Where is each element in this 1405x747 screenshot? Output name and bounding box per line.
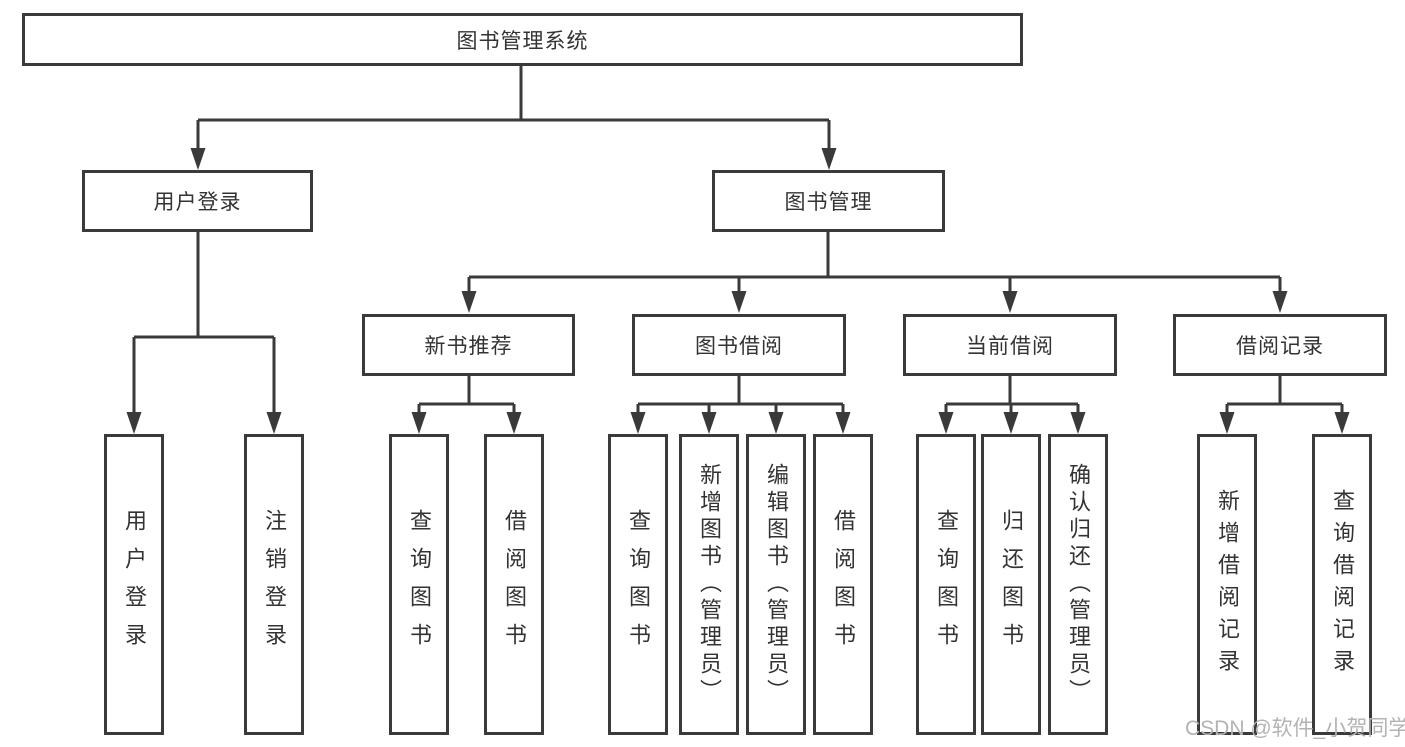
connector-book-mgmt-sections [461, 232, 1288, 313]
leaf-logout: 注销登录 [244, 434, 304, 735]
leaf-cb-return-books: 归还图书 [981, 434, 1041, 735]
leaf-label: 新增借阅记录 [1215, 488, 1240, 681]
node-book-borrowing: 图书借阅 [632, 314, 846, 376]
node-label: 图书管理 [784, 191, 873, 214]
connector-user-login-leaves [126, 232, 282, 434]
node-user-login: 用户登录 [82, 170, 313, 232]
arrowhead-icon [1003, 412, 1019, 434]
leaf-bb-add-books-admin: 新增图书（管理员） [679, 434, 739, 735]
leaf-label: 借阅图书 [831, 508, 856, 661]
connector-records-leaves [1219, 376, 1350, 434]
leaf-cb-confirm-return-admin: 确认归还（管理员） [1048, 434, 1108, 735]
arrowhead-icon [630, 412, 646, 434]
arrowhead-icon [821, 148, 837, 170]
leaf-label: 查询图书 [626, 508, 651, 661]
connector-root-branches [190, 66, 837, 170]
arrowhead-icon [506, 412, 522, 434]
leaf-nb-query-books: 查询图书 [389, 434, 449, 735]
leaf-cb-query-books: 查询图书 [916, 434, 976, 735]
node-book-management: 图书管理 [712, 170, 945, 232]
arrowhead-icon [411, 412, 427, 434]
connector-borrowing-leaves [630, 376, 851, 434]
leaf-label: 归还图书 [999, 508, 1024, 661]
arrowhead-icon [938, 412, 954, 434]
leaf-user-login: 用户登录 [104, 434, 164, 735]
leaf-br-query-record: 查询借阅记录 [1312, 434, 1372, 735]
arrowhead-icon [1334, 412, 1350, 434]
leaf-bb-edit-books-admin: 编辑图书（管理员） [746, 434, 806, 735]
leaf-label: 借阅图书 [502, 508, 527, 661]
node-root-system: 图书管理系统 [22, 13, 1023, 66]
arrowhead-icon [1070, 412, 1086, 434]
arrowhead-icon [1002, 291, 1018, 313]
arrowhead-icon [126, 412, 142, 434]
node-borrowing-records: 借阅记录 [1173, 314, 1387, 376]
node-current-borrowing: 当前借阅 [903, 314, 1117, 376]
csdn-watermark: CSDN @软件_小贺同学 [1185, 717, 1405, 740]
node-label: 新书推荐 [424, 335, 513, 358]
leaf-nb-borrow-books: 借阅图书 [484, 434, 544, 735]
node-new-book-recommend: 新书推荐 [362, 314, 575, 376]
node-label: 图书管理系统 [456, 29, 589, 53]
leaf-label: 确认归还（管理员） [1066, 463, 1091, 706]
leaf-label: 新增图书（管理员） [697, 463, 722, 706]
arrowhead-icon [701, 412, 717, 434]
node-label: 图书借阅 [695, 335, 783, 358]
leaf-label: 查询借阅记录 [1330, 488, 1355, 681]
arrowhead-icon [1272, 291, 1288, 313]
arrowhead-icon [461, 291, 477, 313]
node-label: 借阅记录 [1236, 335, 1324, 358]
leaf-bb-query-books: 查询图书 [608, 434, 668, 735]
arrowhead-icon [1219, 412, 1235, 434]
arrowhead-icon [266, 412, 282, 434]
leaf-bb-borrow-books: 借阅图书 [813, 434, 873, 735]
leaf-label: 注销登录 [262, 508, 287, 661]
leaf-label: 编辑图书（管理员） [764, 463, 789, 706]
leaf-br-add-record: 新增借阅记录 [1197, 434, 1257, 735]
arrowhead-icon [731, 291, 747, 313]
node-label: 当前借阅 [966, 335, 1054, 358]
arrowhead-icon [190, 148, 206, 170]
leaf-label: 用户登录 [122, 508, 147, 661]
connector-current-leaves [938, 376, 1086, 434]
connector-new-book-leaves [411, 376, 522, 434]
leaf-label: 查询图书 [934, 508, 959, 661]
node-label: 用户登录 [153, 191, 242, 214]
leaf-label: 查询图书 [407, 508, 432, 661]
arrowhead-icon [835, 412, 851, 434]
arrowhead-icon [768, 412, 784, 434]
